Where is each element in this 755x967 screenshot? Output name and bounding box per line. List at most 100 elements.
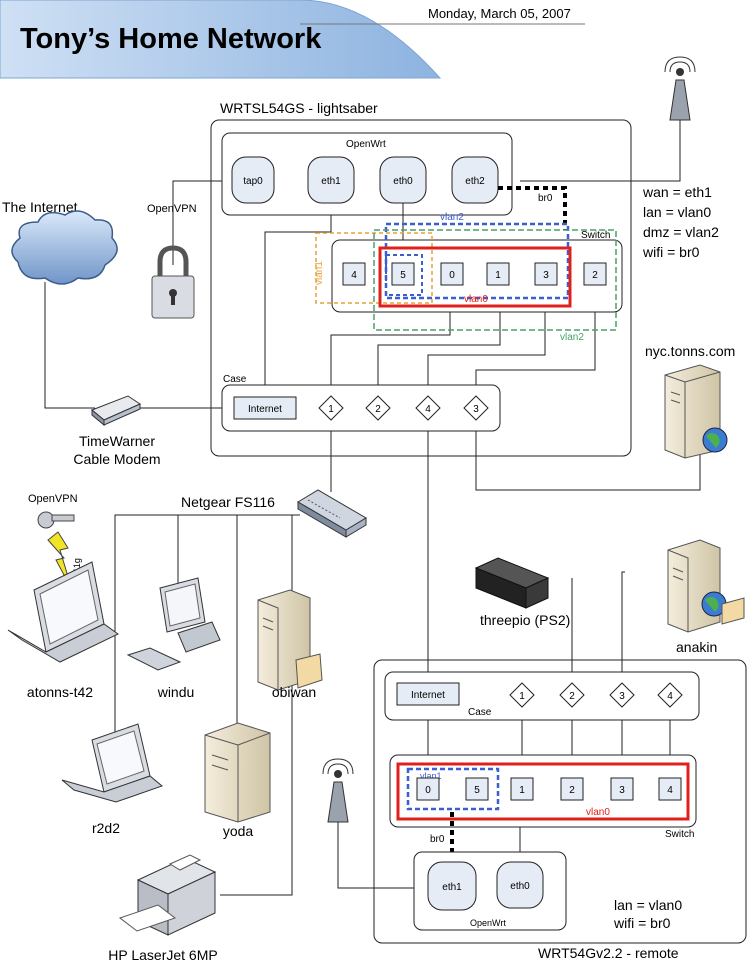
router2-vlan0-outline — [396, 762, 690, 821]
iface-eth2-label: eth2 — [465, 176, 485, 187]
vlan2-label: vlan2 — [560, 332, 584, 343]
r2-port-1 — [510, 777, 534, 801]
case-port-4-label: 4 — [425, 404, 431, 415]
switch-port-5-label: 5 — [400, 270, 406, 281]
header-banner: Tony’s Home Network Monday, March 05, 20… — [0, 0, 585, 79]
router1-frame — [210, 119, 632, 457]
internet-label: The Internet — [2, 199, 78, 215]
obiwan-label: obiwan — [272, 684, 316, 700]
vlan2-top-outline — [384, 222, 570, 300]
r2-port-1-label: 1 — [519, 785, 525, 796]
server-icon-yoda — [204, 722, 271, 823]
hp-label: HP LaserJet 6MP — [108, 947, 217, 963]
cable-modem-label-1: TimeWarner — [79, 433, 155, 449]
key-icon — [37, 511, 75, 529]
router2-title: WRT54Gv2.2 - remote — [538, 945, 679, 961]
r2-case-port-4-label: 4 — [667, 691, 673, 702]
openvpn-top-label: OpenVPN — [147, 203, 197, 215]
printer-icon — [118, 854, 217, 936]
r2-case-port-1 — [509, 682, 535, 708]
config-wan: wan = eth1 — [642, 184, 712, 200]
r2-case-port-3 — [609, 682, 635, 708]
yoda-label: yoda — [223, 823, 254, 839]
router1-case-label: Case — [223, 374, 247, 385]
router2-vlan1-label: vlan1 — [420, 771, 442, 781]
header-date: Monday, March 05, 2007 — [428, 6, 571, 21]
switch-port-1-label: 1 — [495, 270, 501, 281]
r2-config-wifi: wifi = br0 — [613, 915, 671, 931]
threepio-label: threepio (PS2) — [480, 612, 570, 628]
router1-title: WRTSL54GS - lightsaber — [220, 100, 378, 116]
windu-label: windu — [157, 684, 195, 700]
r2-port-4 — [658, 777, 682, 801]
nyc-label: nyc.tonns.com — [645, 343, 735, 359]
r2-port-3-label: 3 — [619, 785, 625, 796]
vlan-blue-inner — [385, 254, 423, 296]
config-lan: lan = vlan0 — [643, 204, 711, 220]
r2-port-5-label: 5 — [474, 785, 480, 796]
case-port-3 — [463, 395, 489, 421]
switch-port-5 — [391, 262, 415, 286]
switch-port-3 — [534, 262, 558, 286]
antenna-icon — [664, 56, 696, 121]
folder-icon-anakin — [721, 597, 745, 625]
router2-config: lan = vlan0 wifi = br0 — [613, 897, 682, 931]
switch-port-4 — [342, 262, 366, 286]
cable-modem-label-2: Cable Modem — [73, 451, 160, 467]
case-port-3-label: 3 — [473, 404, 479, 415]
router1-openwrt-label: OpenWrt — [346, 139, 386, 150]
r2-case-port-2 — [559, 682, 585, 708]
r2-iface-eth0 — [496, 861, 544, 909]
iface-tap0 — [231, 156, 275, 204]
router1-openwrt-box — [221, 132, 513, 216]
r2-port-5 — [465, 777, 489, 801]
desktop-icon-windu — [126, 577, 221, 671]
switch-port-1 — [486, 262, 510, 286]
antenna-icon-remote — [322, 758, 354, 823]
router1-case-internet-label: Internet — [248, 404, 282, 415]
r2d2-label: r2d2 — [92, 820, 120, 836]
r2-case-port-4 — [657, 682, 683, 708]
switch-port-2-label: 2 — [592, 270, 598, 281]
atonns-label: atonns-t42 — [27, 684, 93, 700]
router2-case-internet-label: Internet — [411, 690, 445, 701]
iface-eth0-label: eth0 — [393, 176, 413, 187]
r2-case-port-2-label: 2 — [569, 691, 575, 702]
openvpn-left-label: OpenVPN — [28, 493, 78, 505]
case-port-1 — [318, 395, 344, 421]
router1: WRTSL54GS - lightsaber OpenWrt tap0 eth1… — [210, 100, 632, 457]
router2-switch-label: Switch — [665, 829, 694, 840]
vlan2-outline — [373, 229, 617, 331]
router1-case-ports: 1 2 4 3 — [318, 395, 489, 421]
router1-config: wan = eth1 lan = vlan0 dmz = vlan2 wifi … — [642, 184, 719, 260]
router1-switch-ports: 4 5 0 1 3 2 — [342, 262, 607, 286]
case-port-4 — [415, 395, 441, 421]
router2-frame — [373, 659, 747, 944]
router1-switch-label: Switch — [581, 230, 610, 241]
router1-interfaces: tap0 eth1 eth0 eth2 — [231, 156, 499, 204]
r2-case-port-1-label: 1 — [519, 691, 525, 702]
r2-case-port-3-label: 3 — [619, 691, 625, 702]
r2-port-2 — [560, 777, 584, 801]
switch-port-2 — [583, 262, 607, 286]
laptop-icon-r2d2 — [61, 723, 163, 803]
iface-eth2 — [451, 156, 499, 204]
switch-port-3-label: 3 — [543, 270, 549, 281]
switch-icon-netgear — [297, 489, 367, 538]
switch-port-0 — [440, 262, 464, 286]
switch-port-4-label: 4 — [351, 270, 357, 281]
console-icon-threepio — [474, 557, 550, 609]
router2-case-label: Case — [468, 707, 492, 718]
r2-port-2-label: 2 — [569, 785, 575, 796]
server-icon-anakin — [667, 539, 745, 633]
router2-case-internet — [396, 682, 460, 706]
page-title: Tony’s Home Network — [20, 23, 322, 55]
case-port-2 — [365, 395, 391, 421]
case-port-1-label: 1 — [328, 404, 334, 415]
anakin-label: anakin — [676, 639, 717, 655]
r2-config-lan: lan = vlan0 — [614, 897, 682, 913]
lock-icon — [151, 245, 195, 319]
config-wifi: wifi = br0 — [642, 244, 700, 260]
r2-port-0-label: 0 — [425, 785, 431, 796]
